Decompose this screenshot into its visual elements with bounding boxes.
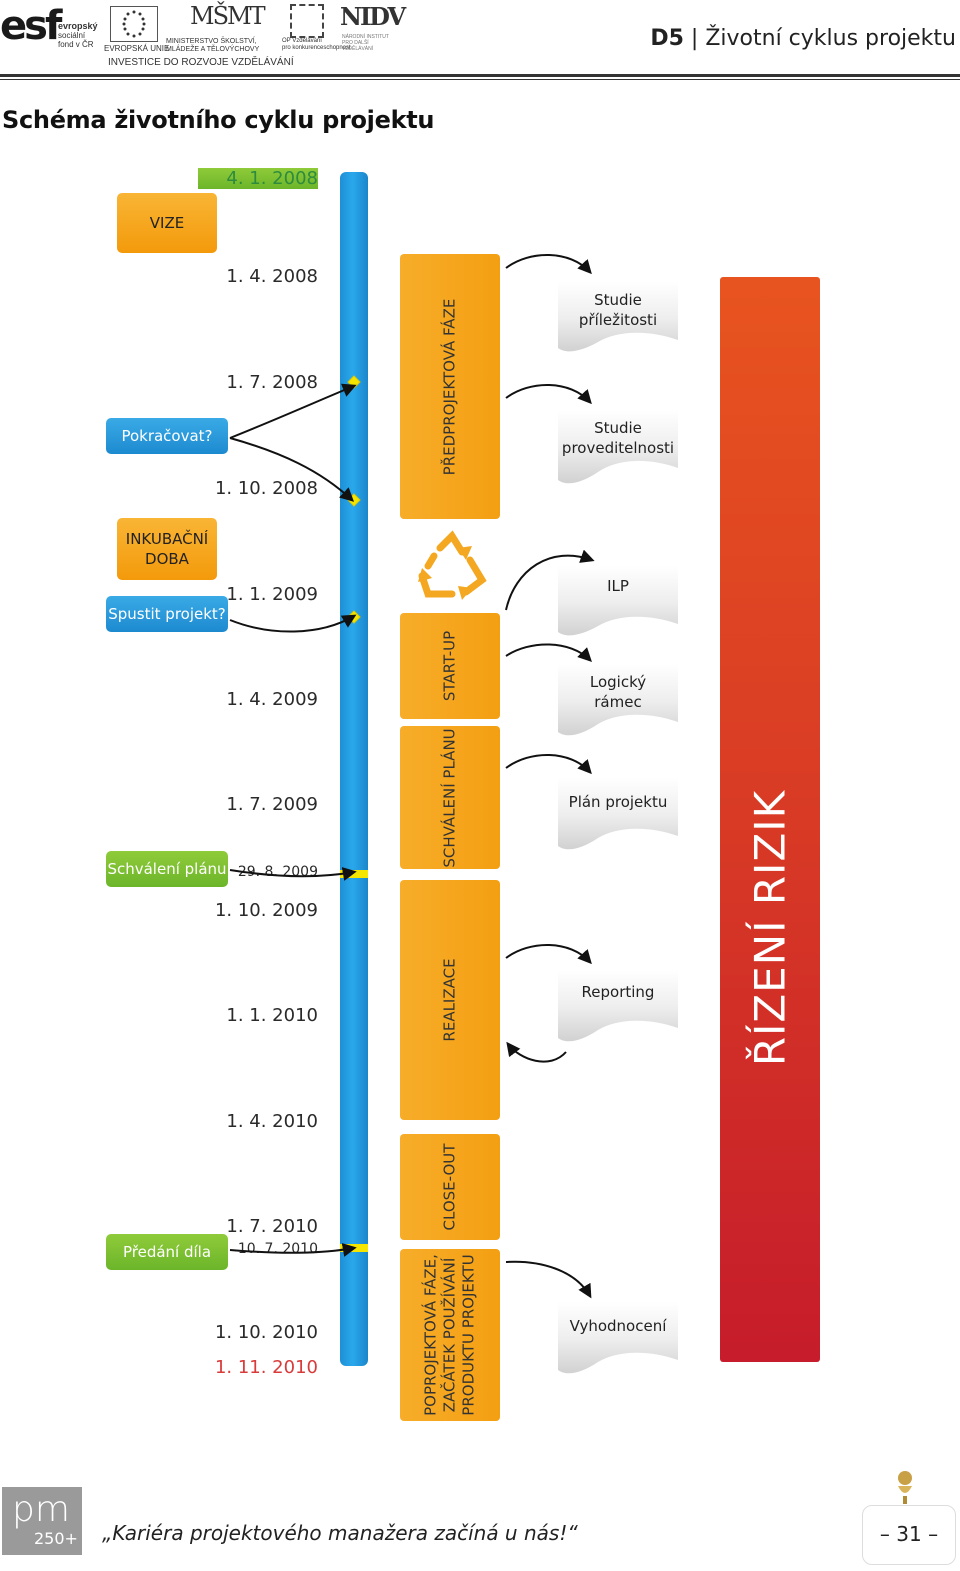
milestone-arrows [229,383,357,1257]
msmt-logo: MŠMT MINISTERSTVO ŠKOLSTVÍ, MLÁDEŽE A TĚ… [166,2,276,54]
risk-management-bar: ŘÍZENÍ RIZIK [720,277,820,1362]
arrow-to-studie-prilezitosti [505,254,592,275]
page-number: – 31 – [879,1522,939,1546]
op-logo-text: OP Vzdělávání pro konkurenceschopnost [282,38,351,51]
arrow-pokracovat-down [229,437,355,502]
phase-schvaleni-planu: SCHVÁLENÍ PLÁNU [400,726,500,869]
nidv-logo: NIDV NÁRODNÍ INSTITUT PRO DALŠÍ VZDĚLÁVÁ… [340,2,406,54]
nidv-logo-text: NÁRODNÍ INSTITUT PRO DALŠÍ VZDĚLÁVÁNÍ [342,34,389,52]
pm-logo-main: pm [12,1489,70,1530]
arrow-to-plan-projektu [505,754,592,775]
op-logo-icon [290,4,324,38]
eu-logo: EVROPSKÁ UNIE [104,6,169,54]
header-title-text: Životní cyklus projektu [705,26,956,51]
arrow-pokracovat-up [229,383,357,439]
milestone-pokracovat: Pokračovat? [106,418,228,454]
esf-logo-text: evropský sociální fond v ČR [58,21,98,50]
recycle-arrowheads [418,546,472,600]
eu-label: EVROPSKÁ UNIE [104,44,170,53]
timeline-date: 1. 4. 2009 [226,689,318,710]
esf-logo-mark: esf [0,3,62,49]
timeline-date: 1. 11. 2010 [214,1357,318,1378]
footer-slogan: „Kariéra projektového manažera začíná u … [102,1521,578,1545]
arrow-spustit [229,614,357,633]
marker-diamond-2 [347,493,361,507]
arrow-predani [229,1243,357,1257]
arrow-reporting-back [506,1041,567,1063]
arrow-to-ilp [505,549,595,611]
header-logos: esf evropský sociální fond v ČR EVROPSKÁ… [0,0,406,75]
header-rule-thin [0,79,960,80]
phase-predprojektova: PŘEDPROJEKTOVÁ FÁZE [400,254,500,519]
header-code: D5 [650,26,684,51]
phase-poprojektova: POPROJEKTOVÁ FÁZE, ZAČÁTEK POUŽÍVÁNÍ PRO… [400,1249,500,1421]
timeline-date: 1. 10. 2008 [214,478,318,499]
nidv-logo-mark: NIDV [340,2,406,31]
milestone-schvaleni-planu: Schválení plánu [106,851,228,887]
milestone-spustit-projekt: Spustit projekt? [106,596,228,632]
arrow-to-vyhodnoceni [505,1260,592,1299]
timeline-date: 1. 1. 2009 [226,584,318,605]
timeline-date: 1. 4. 2008 [226,266,318,287]
arrow-to-reporting [505,944,592,965]
phase-realizace: REALIZACE [400,880,500,1120]
milestone-predani-dila: Předání díla [106,1234,228,1270]
timeline-bar [340,172,368,1366]
arrow-schvaleni [229,867,357,881]
msmt-logo-mark: MŠMT [190,2,266,30]
esf-logo: esf evropský sociální fond v ČR [0,2,100,52]
recycle-icon [418,530,487,598]
timeline-date: 1. 4. 2010 [226,1111,318,1132]
timeline-date: 1. 7. 2008 [226,372,318,393]
logos-tagline: INVESTICE DO ROZVOJE VZDĚLÁVÁNÍ [108,57,294,68]
header-rule [0,74,960,77]
pm-logo-sub: 250+ [34,1529,78,1548]
timeline-markers [347,375,361,624]
timeline-date: 1. 10. 2010 [214,1322,318,1343]
timeline-date: 1. 1. 2010 [226,1005,318,1026]
msmt-logo-text: MINISTERSTVO ŠKOLSTVÍ, MLÁDEŽE A TĚLOVÝC… [166,38,260,53]
arrow-to-studie-proveditelnosti [505,384,592,405]
phase-startup: START-UP [400,613,500,719]
header-separator: | [690,26,699,51]
section-title: Schéma životního cyklu projektu [2,106,435,134]
pm-logo: pm 250+ [2,1487,82,1555]
phase-closeout: CLOSE-OUT [400,1134,500,1240]
header-title: D5 | Životní cyklus projektu [650,26,956,51]
document-arrows [505,254,595,1299]
page-number-box: – 31 – [862,1505,956,1565]
timeline-date: 1. 7. 2010 [226,1216,318,1237]
op-logo: OP Vzdělávání pro konkurenceschopnost [282,4,351,54]
milestone-vize: VIZE [117,193,217,253]
timeline-date: 4. 1. 2008 [198,168,318,189]
trophy-icon [890,1470,920,1510]
eu-flag-icon [110,6,158,42]
timeline-date: 1. 7. 2009 [226,794,318,815]
timeline-date: 1. 10. 2009 [214,900,318,921]
arrow-to-logicky-ramec [505,643,592,662]
milestone-inkubacni-doba: INKUBAČNÍ DOBA [117,518,217,580]
